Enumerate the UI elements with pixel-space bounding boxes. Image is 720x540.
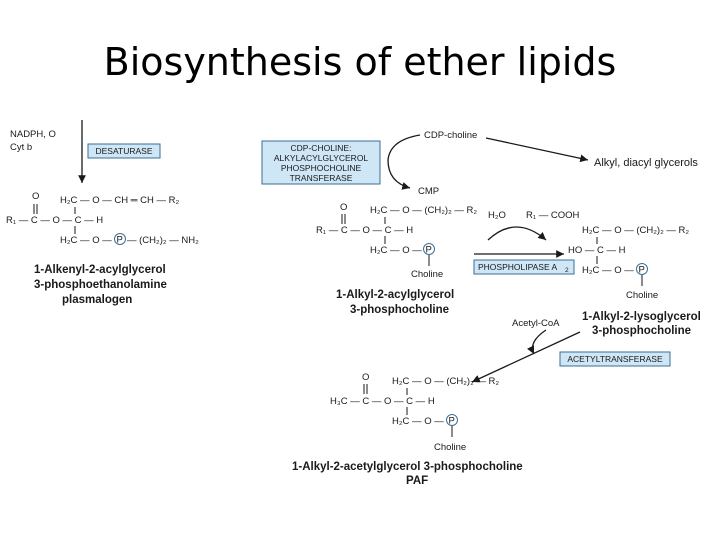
alkyl-diacyl-arrow	[485, 137, 589, 163]
ether-lipid-diagram: NADPH, O Cyt b DESATURASE O H₂C — O — CH…	[6, 120, 701, 487]
desaturase-label: DESATURASE	[96, 146, 153, 156]
plasmalogen-caption-1: 1-Alkenyl-2-acylglycerol	[34, 264, 166, 276]
lyso-choline: Choline	[626, 290, 658, 301]
plasmalogen-phosphate-icon	[114, 233, 126, 245]
lyso-caption-2: 3-phosphocholine	[592, 325, 691, 337]
water-label: H₂O	[488, 210, 506, 221]
paf-phosphate: P	[449, 416, 455, 427]
plasmalogen-chain-3-tail: — (CH₂)₂ — NH₂	[127, 235, 199, 246]
lyso-chain-3: H₂C — O —	[582, 265, 634, 276]
acetyl-coa-label: Acetyl-CoA	[512, 318, 560, 329]
phospholipase-curved-arrow	[487, 226, 547, 241]
acid-label: R₁ — COOH	[526, 210, 579, 221]
plasmalogen-chain-2: R₁ — C — O — C — H	[6, 215, 103, 226]
cdp-choline-label: CDP-choline	[424, 130, 477, 141]
alkyl-acyl-phosphate-icon	[423, 243, 435, 255]
acetyltransferase-box	[559, 351, 671, 367]
plasmalogen-caption-3: plasmalogen	[62, 294, 132, 306]
paf-phosphate-icon	[446, 414, 458, 426]
slide-title: Biosynthesis of ether lipids	[103, 40, 617, 84]
phospholipase-subscript: 2	[565, 267, 569, 274]
transferase-label-4: TRANSFERASE	[290, 173, 353, 183]
alkyl-diacyl-label: Alkyl, diacyl glycerols	[594, 157, 698, 169]
paf-carbonyl: O	[362, 372, 369, 383]
alkyl-acyl-chain-1: H₂C — O — (CH₂)₂ — R₂	[370, 205, 477, 216]
alkyl-acyl-chain-3: H₂C — O —	[370, 245, 422, 256]
paf-choline: Choline	[434, 442, 466, 453]
lyso-chain-1: H₂C — O — (CH₂)₂ — R₂	[582, 225, 689, 236]
cdp-choline-curved-arrow	[387, 134, 421, 190]
plasmalogen-caption-2: 3-phosphoethanolamine	[34, 279, 167, 291]
acetyltransferase-arrow	[471, 331, 581, 383]
alkyl-acyl-chain-2: R₁ — C — O — C — H	[316, 225, 413, 236]
alkyl-acyl-caption-1: 1-Alkyl-2-acylglycerol	[336, 289, 454, 301]
alkyl-acyl-choline: Choline	[411, 269, 443, 280]
plasmalogen-chain-1: H₂C — O — CH ═ CH — R₂	[60, 195, 179, 206]
plasmalogen-chain-3: H₂C — O —	[60, 235, 112, 246]
lyso-caption-1: 1-Alkyl-2-lysoglycerol	[582, 311, 701, 323]
cmp-label: CMP	[418, 186, 439, 197]
alkyl-acyl-caption-2: 3-phosphocholine	[350, 304, 449, 316]
transferase-label-3: PHOSPHOCHOLINE	[281, 163, 362, 173]
lyso-phosphate: P	[639, 265, 645, 276]
paf-chain-3: H₂C — O —	[392, 416, 444, 427]
cdp-choline-transferase-box	[261, 140, 381, 185]
transferase-label-2: ALKYLACYLGLYCEROL	[274, 153, 369, 163]
phospholipase-label: PHOSPHOLIPASE A	[478, 262, 558, 272]
alkyl-acyl-phosphate: P	[426, 245, 432, 256]
cofactor-nadph: NADPH, O	[10, 129, 56, 140]
lyso-phosphate-icon	[636, 263, 648, 275]
alkyl-acyl-carbonyl: O	[340, 202, 347, 213]
desaturase-box	[87, 143, 161, 159]
cofactor-cyt: Cyt b	[10, 142, 32, 153]
paf-caption-1: 1-Alkyl-2-acetylglycerol 3-phosphocholin…	[292, 461, 523, 473]
paf-chain-2: H₃C — C — O — C — H	[330, 396, 435, 407]
lyso-chain-2: HO — C — H	[568, 245, 626, 256]
phospholipase-box	[473, 259, 575, 275]
paf-caption-2: PAF	[406, 475, 428, 487]
plasmalogen-carbonyl: O	[32, 191, 39, 202]
transferase-label-1: CDP-CHOLINE:	[291, 143, 352, 153]
plasmalogen-phosphate: P	[117, 235, 123, 246]
paf-chain-1: H₂C — O — (CH₂)₂ — R₂	[392, 376, 499, 387]
acetyltransferase-label: ACETYLTRANSFERASE	[567, 354, 663, 364]
acetyl-coa-curved-arrow	[527, 329, 547, 355]
